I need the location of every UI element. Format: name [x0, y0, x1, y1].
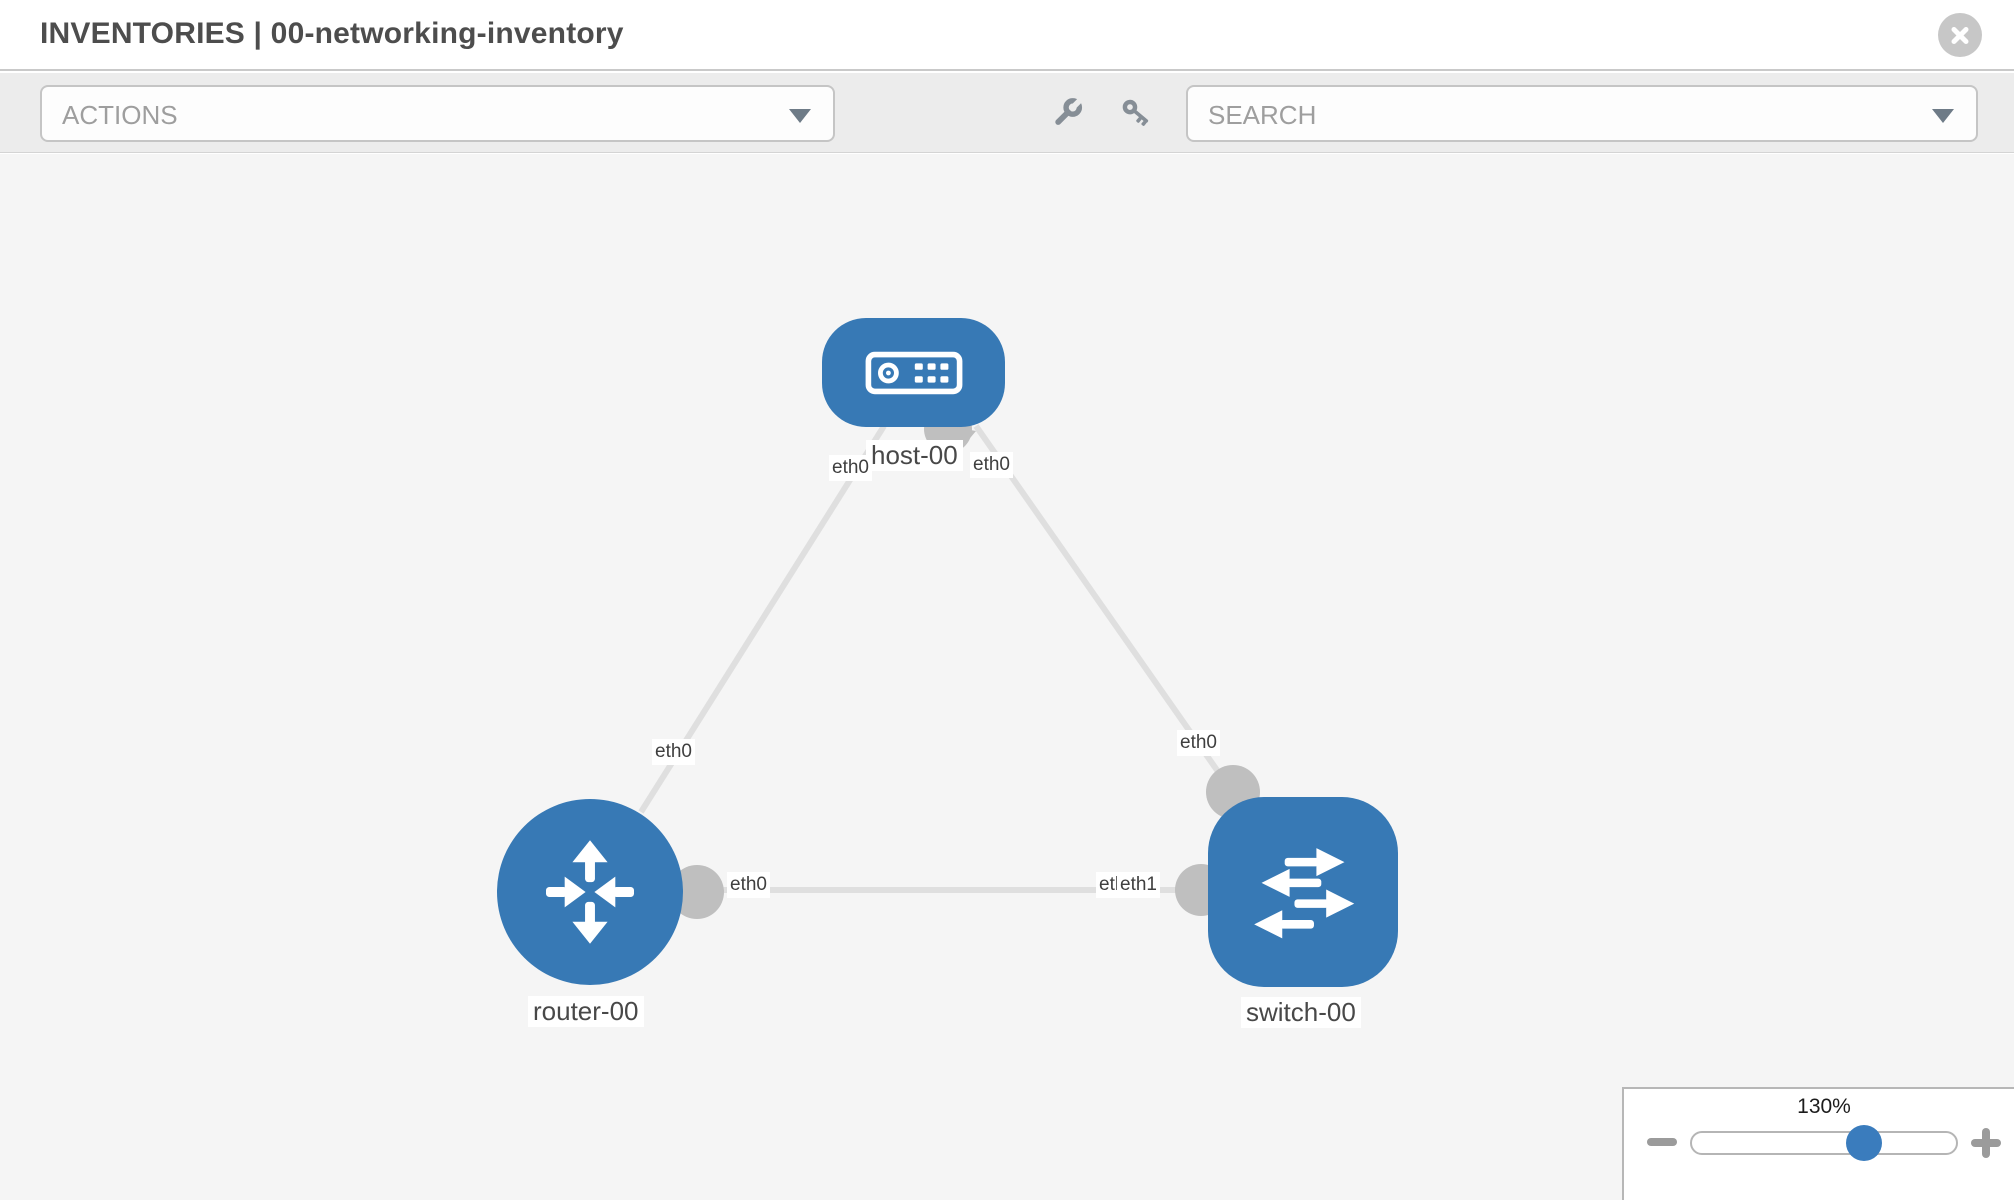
- switch-icon: [1254, 848, 1355, 939]
- topology-canvas[interactable]: [0, 154, 2014, 1200]
- page-title: INVENTORIES | 00-networking-inventory: [40, 17, 624, 50]
- chevron-down-icon: [1932, 109, 1954, 123]
- zoom-slider-knob[interactable]: [1846, 1125, 1882, 1161]
- host-icon: [865, 351, 962, 394]
- search-dropdown[interactable]: SEARCH: [1186, 85, 1978, 142]
- interface-label: eth0: [970, 452, 1013, 478]
- interface-label: eth0: [1177, 730, 1220, 756]
- panel-header: INVENTORIES | 00-networking-inventory: [0, 0, 2014, 71]
- node-switch[interactable]: [1208, 797, 1398, 987]
- interface-label: eth1: [1117, 872, 1160, 898]
- zoom-in-button[interactable]: [1968, 1125, 2004, 1161]
- router-icon: [546, 840, 634, 944]
- close-button[interactable]: [1938, 13, 1982, 57]
- interface-label: eth0: [727, 872, 770, 898]
- zoom-level-value: 130%: [1797, 1095, 1851, 1118]
- toolbar: ACTIONS SEARCH: [0, 73, 2014, 153]
- wrench-icon[interactable]: [1048, 94, 1086, 132]
- plus-icon: [1982, 1128, 1990, 1158]
- node-host[interactable]: [822, 318, 1005, 427]
- interface-label: eth0: [829, 455, 872, 481]
- search-placeholder: SEARCH: [1208, 100, 1317, 130]
- zoom-slider-track[interactable]: [1690, 1131, 1958, 1155]
- zoom-panel: 130% - +: [1622, 1087, 2014, 1200]
- node-label-host[interactable]: host-00: [866, 440, 963, 471]
- zoom-out-button[interactable]: [1647, 1138, 1677, 1146]
- interface-label: eth0: [652, 739, 695, 765]
- actions-dropdown-label: ACTIONS: [62, 100, 178, 130]
- node-label-switch[interactable]: switch-00: [1241, 997, 1361, 1028]
- actions-dropdown[interactable]: ACTIONS: [40, 85, 835, 142]
- node-router[interactable]: [497, 799, 683, 985]
- node-label-router[interactable]: router-00: [528, 996, 644, 1027]
- chevron-down-icon: [789, 109, 811, 123]
- key-icon[interactable]: [1118, 94, 1156, 132]
